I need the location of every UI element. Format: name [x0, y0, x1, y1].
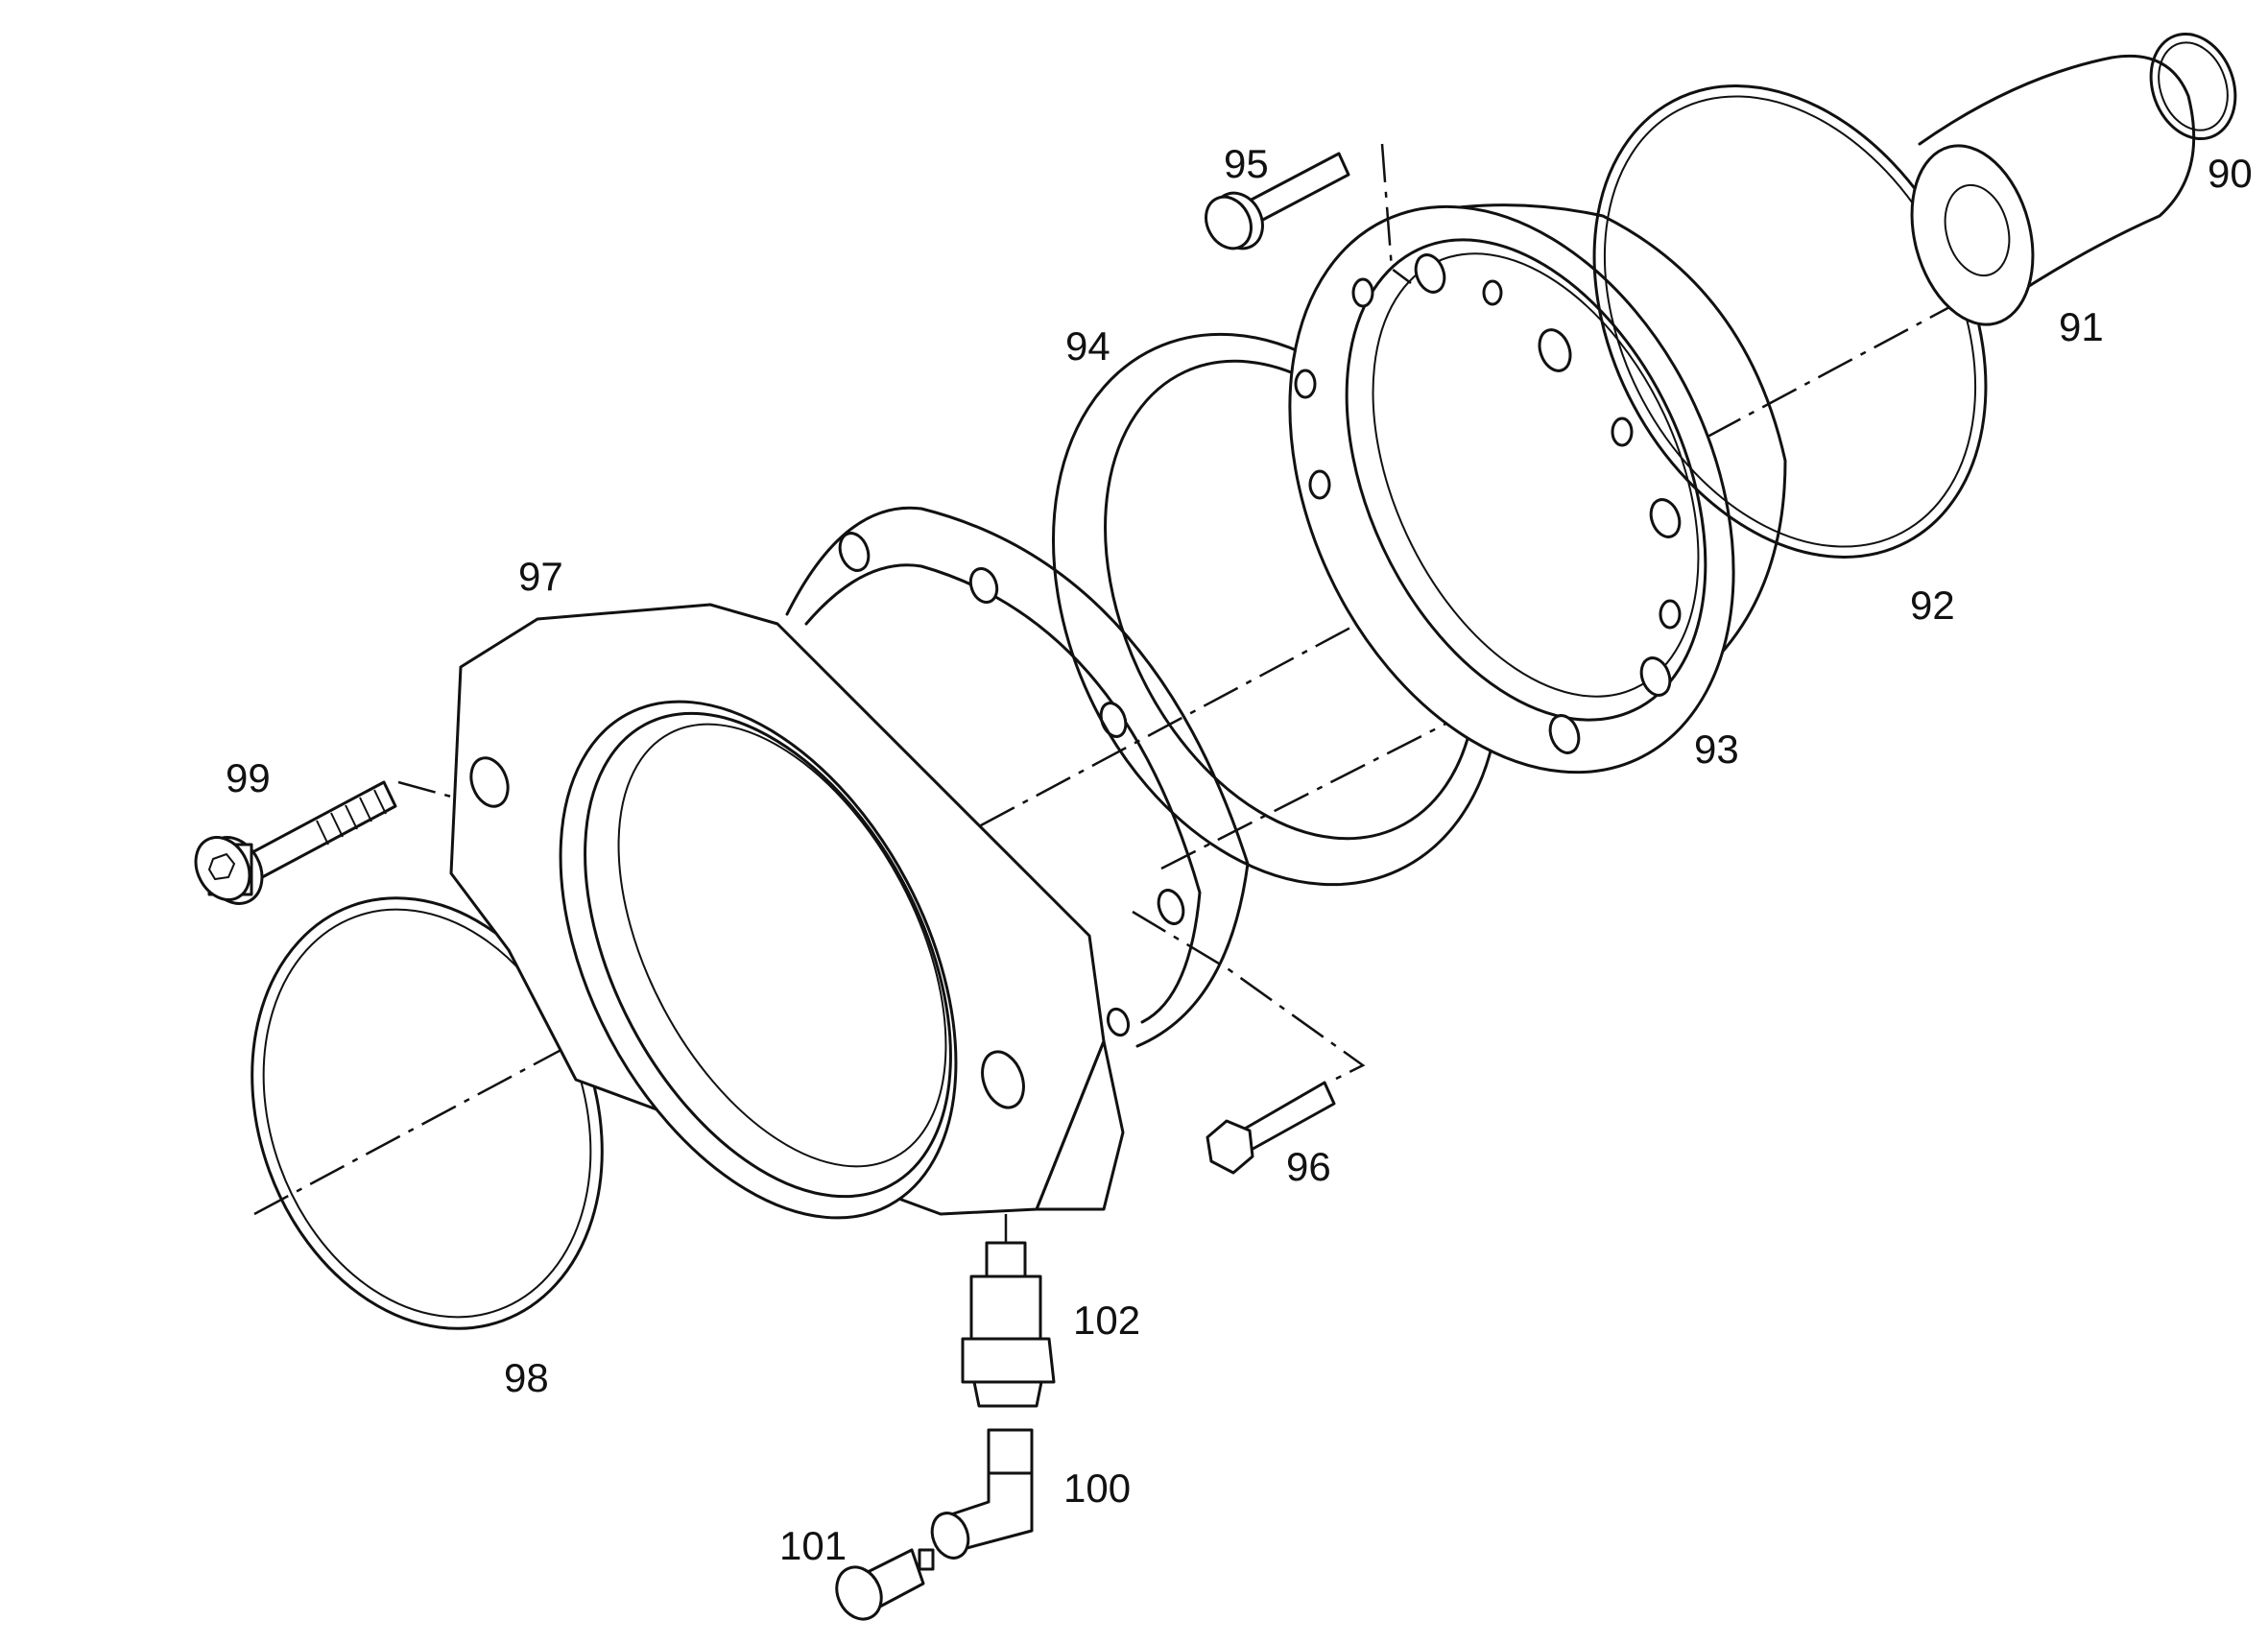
part-96-hex-bolt	[1132, 910, 1366, 1175]
label-94: 94	[1065, 323, 1110, 369]
label-102: 102	[1073, 1298, 1140, 1343]
label-90: 90	[2208, 151, 2253, 196]
part-99-cap-screw	[194, 780, 466, 905]
label-93: 93	[1694, 727, 1739, 772]
label-91: 91	[2059, 304, 2104, 349]
part-102-sensor	[961, 1214, 1056, 1408]
part-90-retaining-ring	[2149, 32, 2237, 141]
label-99: 99	[226, 755, 271, 800]
label-101: 101	[779, 1523, 847, 1568]
part-91-coupling	[1910, 54, 2196, 326]
part-100-elbow	[930, 1428, 1034, 1560]
label-95: 95	[1224, 141, 1269, 186]
part-95-cap-screw	[1205, 143, 1412, 284]
label-97: 97	[518, 554, 563, 599]
label-96: 96	[1286, 1144, 1331, 1189]
part-101-plug	[835, 1548, 935, 1621]
part-93-housing	[1288, 203, 1787, 774]
label-100: 100	[1063, 1465, 1131, 1511]
label-92: 92	[1910, 583, 1955, 628]
label-98: 98	[504, 1355, 549, 1400]
callout-labels: 90 91 92 93 94 95 96 97 98 99 100 101 10…	[226, 141, 2253, 1568]
part-97-flange	[449, 603, 1125, 1220]
